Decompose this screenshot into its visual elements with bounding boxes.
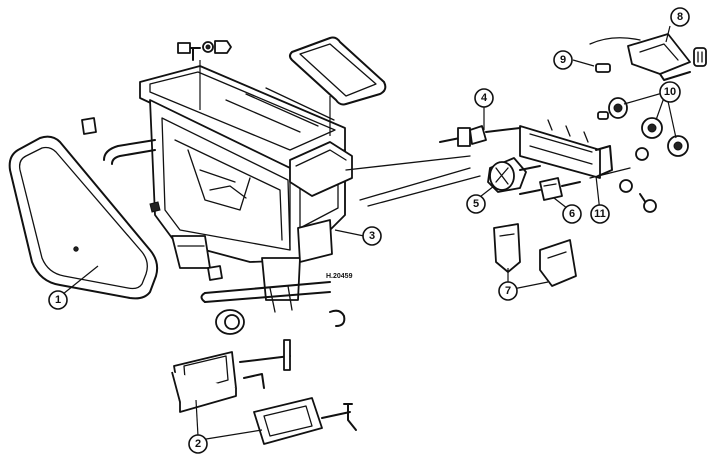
callout-4: 4 [474, 88, 494, 108]
bracket-icon [589, 33, 707, 81]
svg-text:5: 5 [473, 198, 479, 210]
motor-icon [487, 157, 541, 193]
svg-text:9: 9 [560, 54, 566, 66]
callout-9: 9 [553, 50, 573, 70]
heater-housing-icon [103, 65, 353, 313]
callout-6: 6 [562, 204, 582, 224]
svg-text:7: 7 [505, 285, 511, 297]
callout-10: 10 [659, 81, 681, 103]
callout-3: 3 [362, 226, 382, 246]
callout-2: 2 [188, 434, 208, 454]
flap-valve-icon [215, 309, 346, 335]
svg-text:2: 2 [195, 438, 201, 450]
svg-text:3: 3 [369, 230, 375, 242]
bolt-icon [177, 40, 232, 110]
svg-text:1: 1 [55, 294, 61, 306]
flap-valve-icon [253, 397, 357, 445]
callout-1: 1 [48, 290, 68, 310]
figure-ref: H.20459 [326, 273, 353, 280]
callout-7: 7 [498, 281, 518, 301]
flap-valve-icon [171, 339, 291, 413]
knob-icon [597, 91, 689, 157]
svg-text:11: 11 [594, 208, 606, 220]
gasket-seal-icon [8, 135, 159, 300]
svg-text:8: 8 [677, 11, 683, 23]
callout-11: 11 [590, 204, 610, 224]
gasket-seal-icon [289, 36, 387, 136]
control-switch-icon [519, 177, 581, 201]
bolt-icon [595, 63, 611, 73]
callout-5: 5 [466, 194, 486, 214]
callout-8: 8 [670, 7, 690, 27]
knob-icon [439, 125, 521, 147]
svg-text:6: 6 [569, 208, 575, 220]
bracket-icon [493, 223, 577, 287]
svg-text:10: 10 [664, 86, 676, 98]
flap-valve-icon [81, 117, 223, 281]
bolt-icon [589, 147, 657, 213]
control-switch-icon [345, 119, 613, 207]
svg-text:4: 4 [481, 92, 488, 104]
